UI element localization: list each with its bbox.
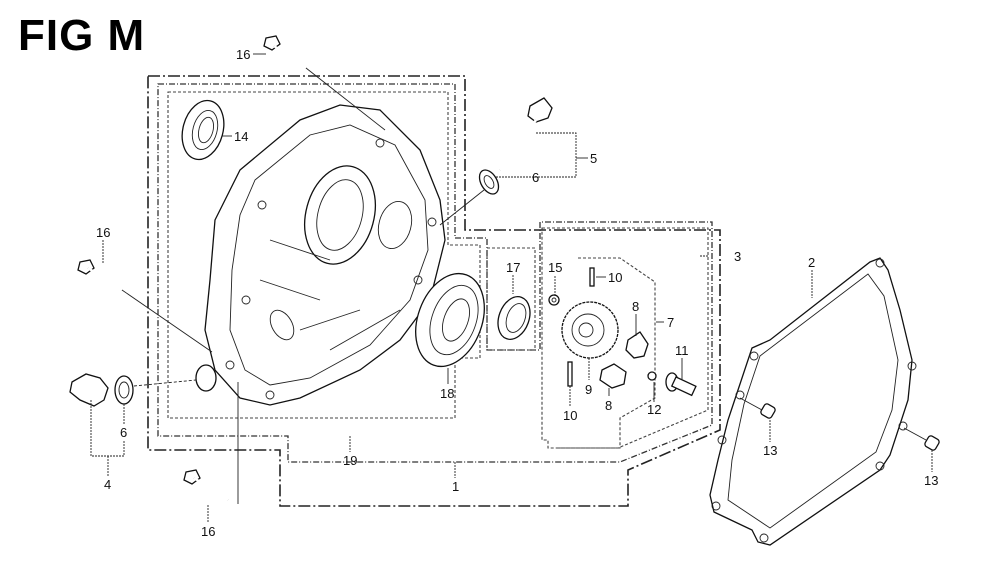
callout-18: 18 — [440, 386, 454, 401]
dowel-pin-13-right — [903, 427, 940, 451]
washer-15 — [548, 294, 560, 306]
leader-lines — [90, 53, 933, 522]
group-box-1 — [147, 75, 721, 507]
callout-5: 5 — [590, 151, 597, 166]
group-box-7 — [556, 257, 656, 449]
figure-title: FIG M — [18, 11, 146, 60]
clip-12 — [647, 371, 657, 381]
gear-9 — [561, 301, 619, 359]
callout-1: 1 — [452, 479, 459, 494]
oil-seal-14 — [181, 99, 225, 161]
holder-8-lower — [599, 363, 627, 389]
callout-8-lower: 8 — [605, 398, 612, 413]
callout-15: 15 — [548, 260, 562, 275]
callout-6-drain: 6 — [120, 425, 127, 440]
callout-7: 7 — [667, 315, 674, 330]
gasket-2 — [709, 257, 917, 546]
callout-12: 12 — [647, 402, 661, 417]
drain-boss — [195, 364, 217, 392]
callout-13-right: 13 — [924, 473, 938, 488]
pin-10-lower — [567, 361, 573, 387]
bolt-16-top — [263, 35, 386, 131]
callout-6-dipstick: 6 — [532, 170, 539, 185]
callout-10-upper: 10 — [608, 270, 622, 285]
oil-gauge-5 — [439, 97, 588, 226]
callout-10-lower: 10 — [563, 408, 577, 423]
callout-13-left: 13 — [763, 443, 777, 458]
callout-2: 2 — [808, 255, 815, 270]
bolt-16-bottom — [183, 382, 239, 504]
callout-3: 3 — [734, 249, 741, 264]
group-box-17 — [486, 247, 536, 351]
callout-16-bottom: 16 — [201, 524, 215, 539]
bolt-11 — [665, 372, 697, 397]
callout-11: 11 — [675, 343, 689, 358]
group-box-19 — [157, 83, 713, 463]
crankcase-cover — [204, 104, 446, 406]
pin-10-upper — [589, 267, 595, 287]
callout-16-top: 16 — [236, 47, 250, 62]
o-ring-6-drain — [114, 375, 134, 405]
callout-14: 14 — [234, 129, 248, 144]
group-box-inner — [167, 91, 481, 419]
holder-8-upper — [625, 331, 649, 359]
callout-4: 4 — [104, 477, 111, 492]
callout-16-left: 16 — [96, 225, 110, 240]
callout-19: 19 — [343, 453, 357, 468]
drain-plug-4 — [69, 373, 109, 407]
bearing-18 — [415, 272, 485, 368]
bearing-17 — [497, 296, 531, 340]
callout-17: 17 — [506, 260, 520, 275]
dowel-pin-13-left — [739, 397, 776, 419]
callout-9: 9 — [585, 382, 592, 397]
drain-lead — [133, 379, 197, 387]
bolt-16-left — [77, 259, 213, 353]
callout-8-upper: 8 — [632, 299, 639, 314]
